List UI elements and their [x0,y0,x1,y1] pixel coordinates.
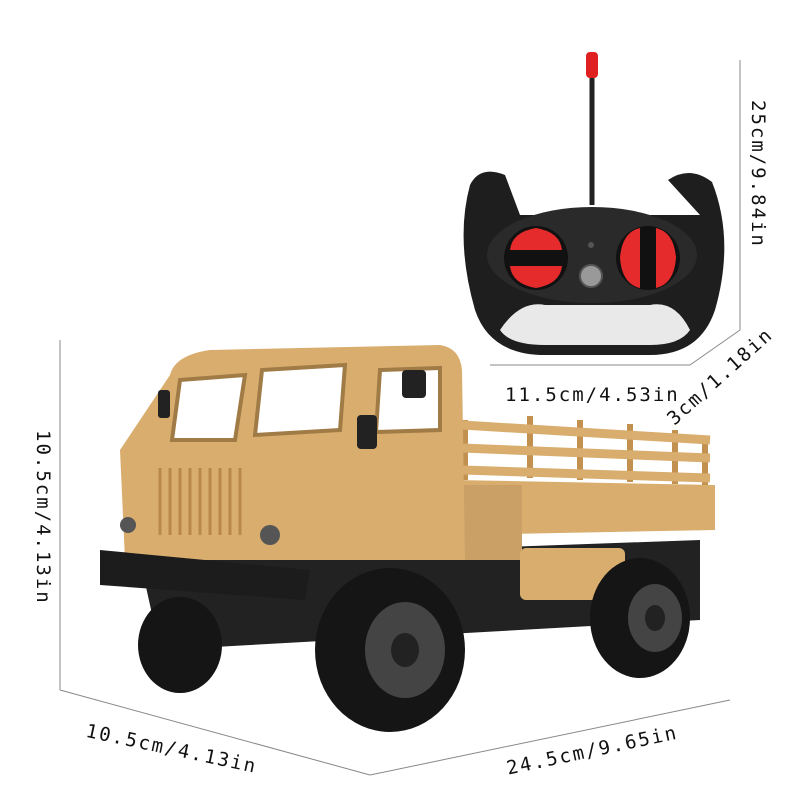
antenna-tip [586,52,598,78]
truck-height-label: 10.5cm/4.13in [32,430,54,605]
wheels [138,558,690,732]
remote-height-label: 25cm/9.84in [747,100,769,248]
remote-width-label: 11.5cm/4.53in [505,384,680,406]
rc-truck [100,345,715,732]
dimension-lines [59,60,741,776]
remote-controller [463,52,725,355]
